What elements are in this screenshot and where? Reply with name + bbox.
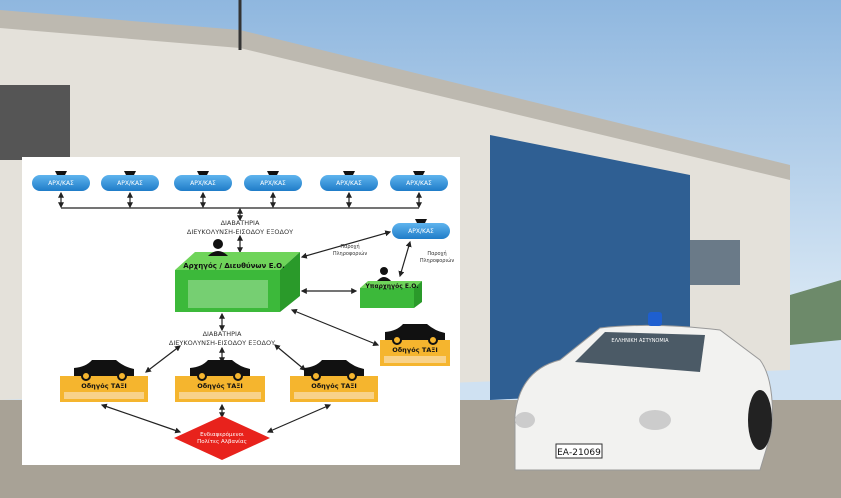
police-cap-icon <box>415 219 427 223</box>
unit-pill: ΑΡΧ/ΚΑΣ <box>101 171 159 191</box>
window <box>690 240 740 285</box>
taxi-driver-label: Οδηγός ΤΑΞΙ <box>311 382 357 390</box>
taxi-driver-box: Οδηγός ΤΑΞΙ <box>380 324 450 366</box>
unit-label: ΑΡΧ/ΚΑΣ <box>48 180 74 187</box>
deputy-box: Υπαρχηγός Ε.Ο. <box>360 267 422 308</box>
unit-label: ΑΡΧ/ΚΑΣ <box>408 228 434 235</box>
taxi-driver-label: Οδηγός ΤΑΞΙ <box>197 382 243 390</box>
hills <box>790 280 841 345</box>
police-cap-icon <box>55 171 67 175</box>
facilitation-label: ΔΙΕΥΚΟΛΥΝΣΗ-ΕΙΣΟΔΟΥ ΕΞΟΔΟΥ <box>187 228 293 236</box>
license-plate <box>555 443 603 459</box>
police-cap-icon <box>413 171 425 175</box>
roof-edge <box>0 10 790 180</box>
unit-label: ΑΡΧ/ΚΑΣ <box>190 180 216 187</box>
police-cap-icon <box>197 171 209 175</box>
connector-arrow <box>266 404 332 433</box>
windshield <box>575 332 705 372</box>
unit-label: ΑΡΧ/ΚΑΣ <box>336 180 362 187</box>
info-label: Παροχή <box>427 250 446 257</box>
citizens-label: Ενδιαφερόμενοι <box>200 431 244 438</box>
taxi-driver-label: Οδηγός ΤΑΞΙ <box>392 346 438 354</box>
unit-pill-right: ΑΡΧ/ΚΑΣ <box>392 219 450 239</box>
unit-pill: ΑΡΧ/ΚΑΣ <box>390 171 448 191</box>
citizens-label: Πολίτες Αλβανίας <box>197 438 247 445</box>
taxi-driver-box: Οδηγός ΤΑΞΙ <box>175 360 265 402</box>
org-diagram: ΑΡΧ/ΚΑΣ ΑΡΧ/ΚΑΣ ΑΡΧ/ΚΑΣ ΑΡΧ/ΚΑΣ ΑΡΧ/ΚΑΣ ΑΡΧ/Κ… <box>32 171 455 460</box>
license-plate-text: ΕΑ-21069 <box>557 448 601 458</box>
unit-pill: ΑΡΧ/ΚΑΣ <box>320 171 378 191</box>
connector-arrow <box>300 230 392 259</box>
info-label: Παροχή <box>340 243 359 250</box>
siren-light <box>648 312 662 326</box>
passports-label: ΔΙΑΒΑΤΗΡΙΑ <box>203 330 242 338</box>
unit-pill: ΑΡΧ/ΚΑΣ <box>174 171 232 191</box>
leader-box: Αρχηγός / Διευθύνων Ε.Ο. <box>175 239 300 312</box>
citizens-diamond: Ενδιαφερόμενοι Πολίτες Αλβανίας <box>174 416 270 460</box>
unit-pill: ΑΡΧ/ΚΑΣ <box>32 171 90 191</box>
unit-label: ΑΡΧ/ΚΑΣ <box>260 180 286 187</box>
connector-arrow <box>100 403 182 434</box>
person-icon <box>380 267 388 275</box>
vent-window <box>0 85 70 160</box>
blurred-content <box>188 280 268 308</box>
windshield-text: ΕΛΛΗΝΙΚΗ ΑΣΤΥΝΟΜΙΑ <box>611 338 669 344</box>
taxi-driver-box: Οδηγός ΤΑΞΙ <box>60 360 148 402</box>
connector-arrow <box>274 344 306 371</box>
connector-arrow <box>398 240 412 278</box>
diagram-panel: ΑΡΧ/ΚΑΣ ΑΡΧ/ΚΑΣ ΑΡΧ/ΚΑΣ ΑΡΧ/ΚΑΣ ΑΡΧ/ΚΑΣ ΑΡΧ/Κ… <box>22 157 460 465</box>
police-cap-icon <box>343 171 355 175</box>
info-label: Πληροφοριών <box>420 257 455 264</box>
leader-label: Αρχηγός / Διευθύνων Ε.Ο. <box>183 262 285 270</box>
police-cap-icon <box>267 171 279 175</box>
taxi-driver-box: Οδηγός ΤΑΞΙ <box>290 360 378 402</box>
unit-label: ΑΡΧ/ΚΑΣ <box>406 180 432 187</box>
police-cap-icon <box>124 171 136 175</box>
connector-arrow <box>290 309 380 346</box>
unit-pill: ΑΡΧ/ΚΑΣ <box>244 171 302 191</box>
connector-arrow <box>145 345 181 373</box>
taxi-driver-label: Οδηγός ΤΑΞΙ <box>81 382 127 390</box>
facilitation-label: ΔΙΕΥΚΟΛΥΝΣΗ-ΕΙΣΟΔΟΥ ΕΞΟΔΟΥ <box>169 339 275 347</box>
person-icon <box>213 239 223 249</box>
info-label: Πληροφοριών <box>333 250 368 257</box>
police-car: ΕΛΛΗΝΙΚΗ ΑΣΤΥΝΟΜΙΑ ΕΑ-21069 <box>514 312 773 471</box>
passports-label: ΔΙΑΒΑΤΗΡΙΑ <box>221 219 260 227</box>
unit-label: ΑΡΧ/ΚΑΣ <box>117 180 143 187</box>
deputy-label: Υπαρχηγός Ε.Ο. <box>364 283 418 290</box>
